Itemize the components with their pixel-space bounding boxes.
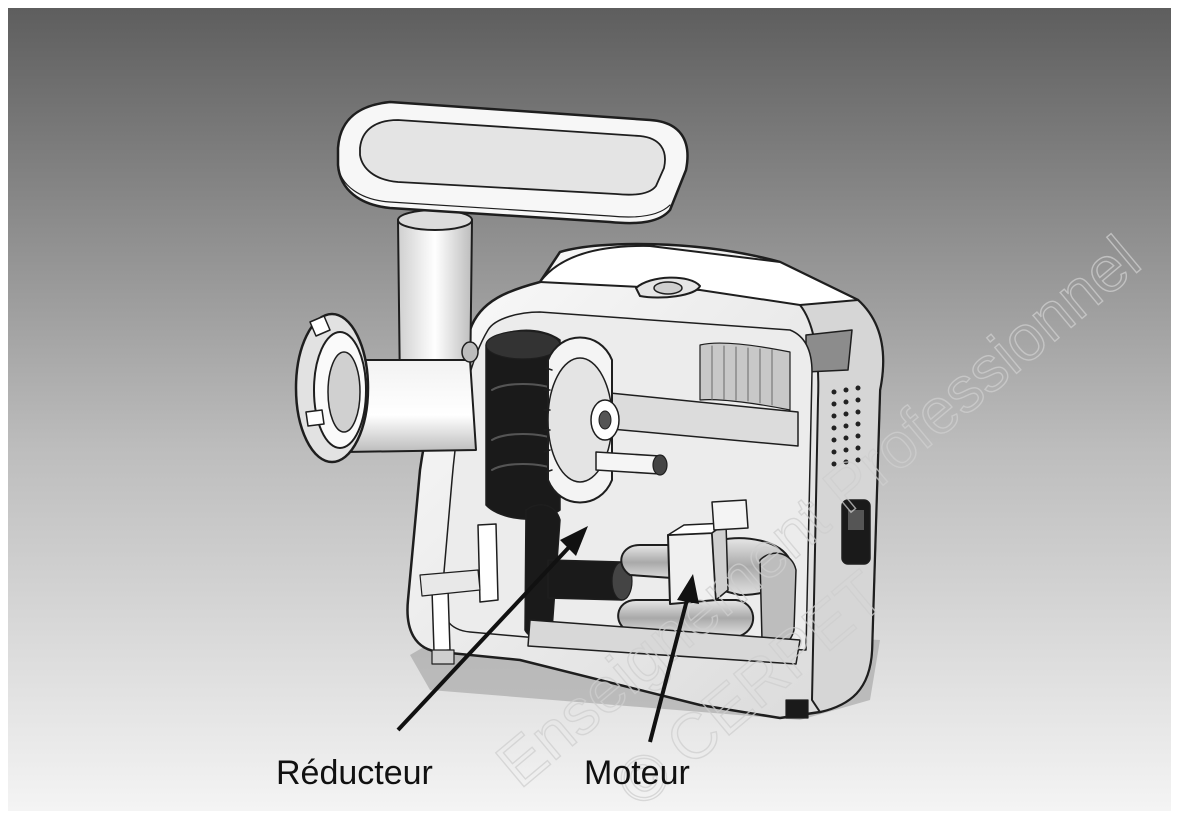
- ring-nut-lugs: [305, 315, 331, 427]
- meat-grinder: [294, 100, 885, 720]
- motor-brush: [711, 499, 749, 531]
- vent-holes: [831, 385, 861, 467]
- arrow-up-icon: [677, 574, 699, 604]
- callout-arrow-reducer: [396, 526, 588, 732]
- cutting-plate: [327, 351, 361, 433]
- arrow-up-right-icon: [560, 526, 588, 556]
- control-dial-strip: [805, 329, 853, 373]
- foot-front-right: [785, 699, 809, 719]
- top-slot-button: [653, 281, 683, 295]
- locking-knob: [461, 341, 479, 363]
- internal-posts: [419, 523, 499, 652]
- reduction-gearbox: [485, 329, 668, 639]
- motor-base: [527, 619, 801, 665]
- gear-hub-hole: [598, 410, 612, 430]
- foot-front-left: [431, 649, 455, 665]
- callout-arrow-motor: [648, 574, 699, 743]
- feed-tray-well: [359, 119, 666, 196]
- arrow-motor-shaft: [648, 595, 690, 743]
- arrow-reducer-shaft: [396, 542, 574, 732]
- output-shaft: [595, 451, 661, 475]
- internal-fan: [699, 342, 791, 411]
- gear-teeth: [543, 367, 553, 473]
- motor-assembly: [527, 499, 801, 665]
- output-shaft-end: [652, 454, 668, 476]
- label-reducer: Réducteur: [276, 754, 433, 792]
- power-switch-detail: [848, 510, 864, 530]
- motor-pulley: [547, 559, 623, 601]
- label-motor: Moteur: [584, 754, 690, 792]
- fan-fins: [711, 345, 773, 406]
- feed-tray-lip: [337, 164, 671, 218]
- gear-top: [485, 330, 561, 360]
